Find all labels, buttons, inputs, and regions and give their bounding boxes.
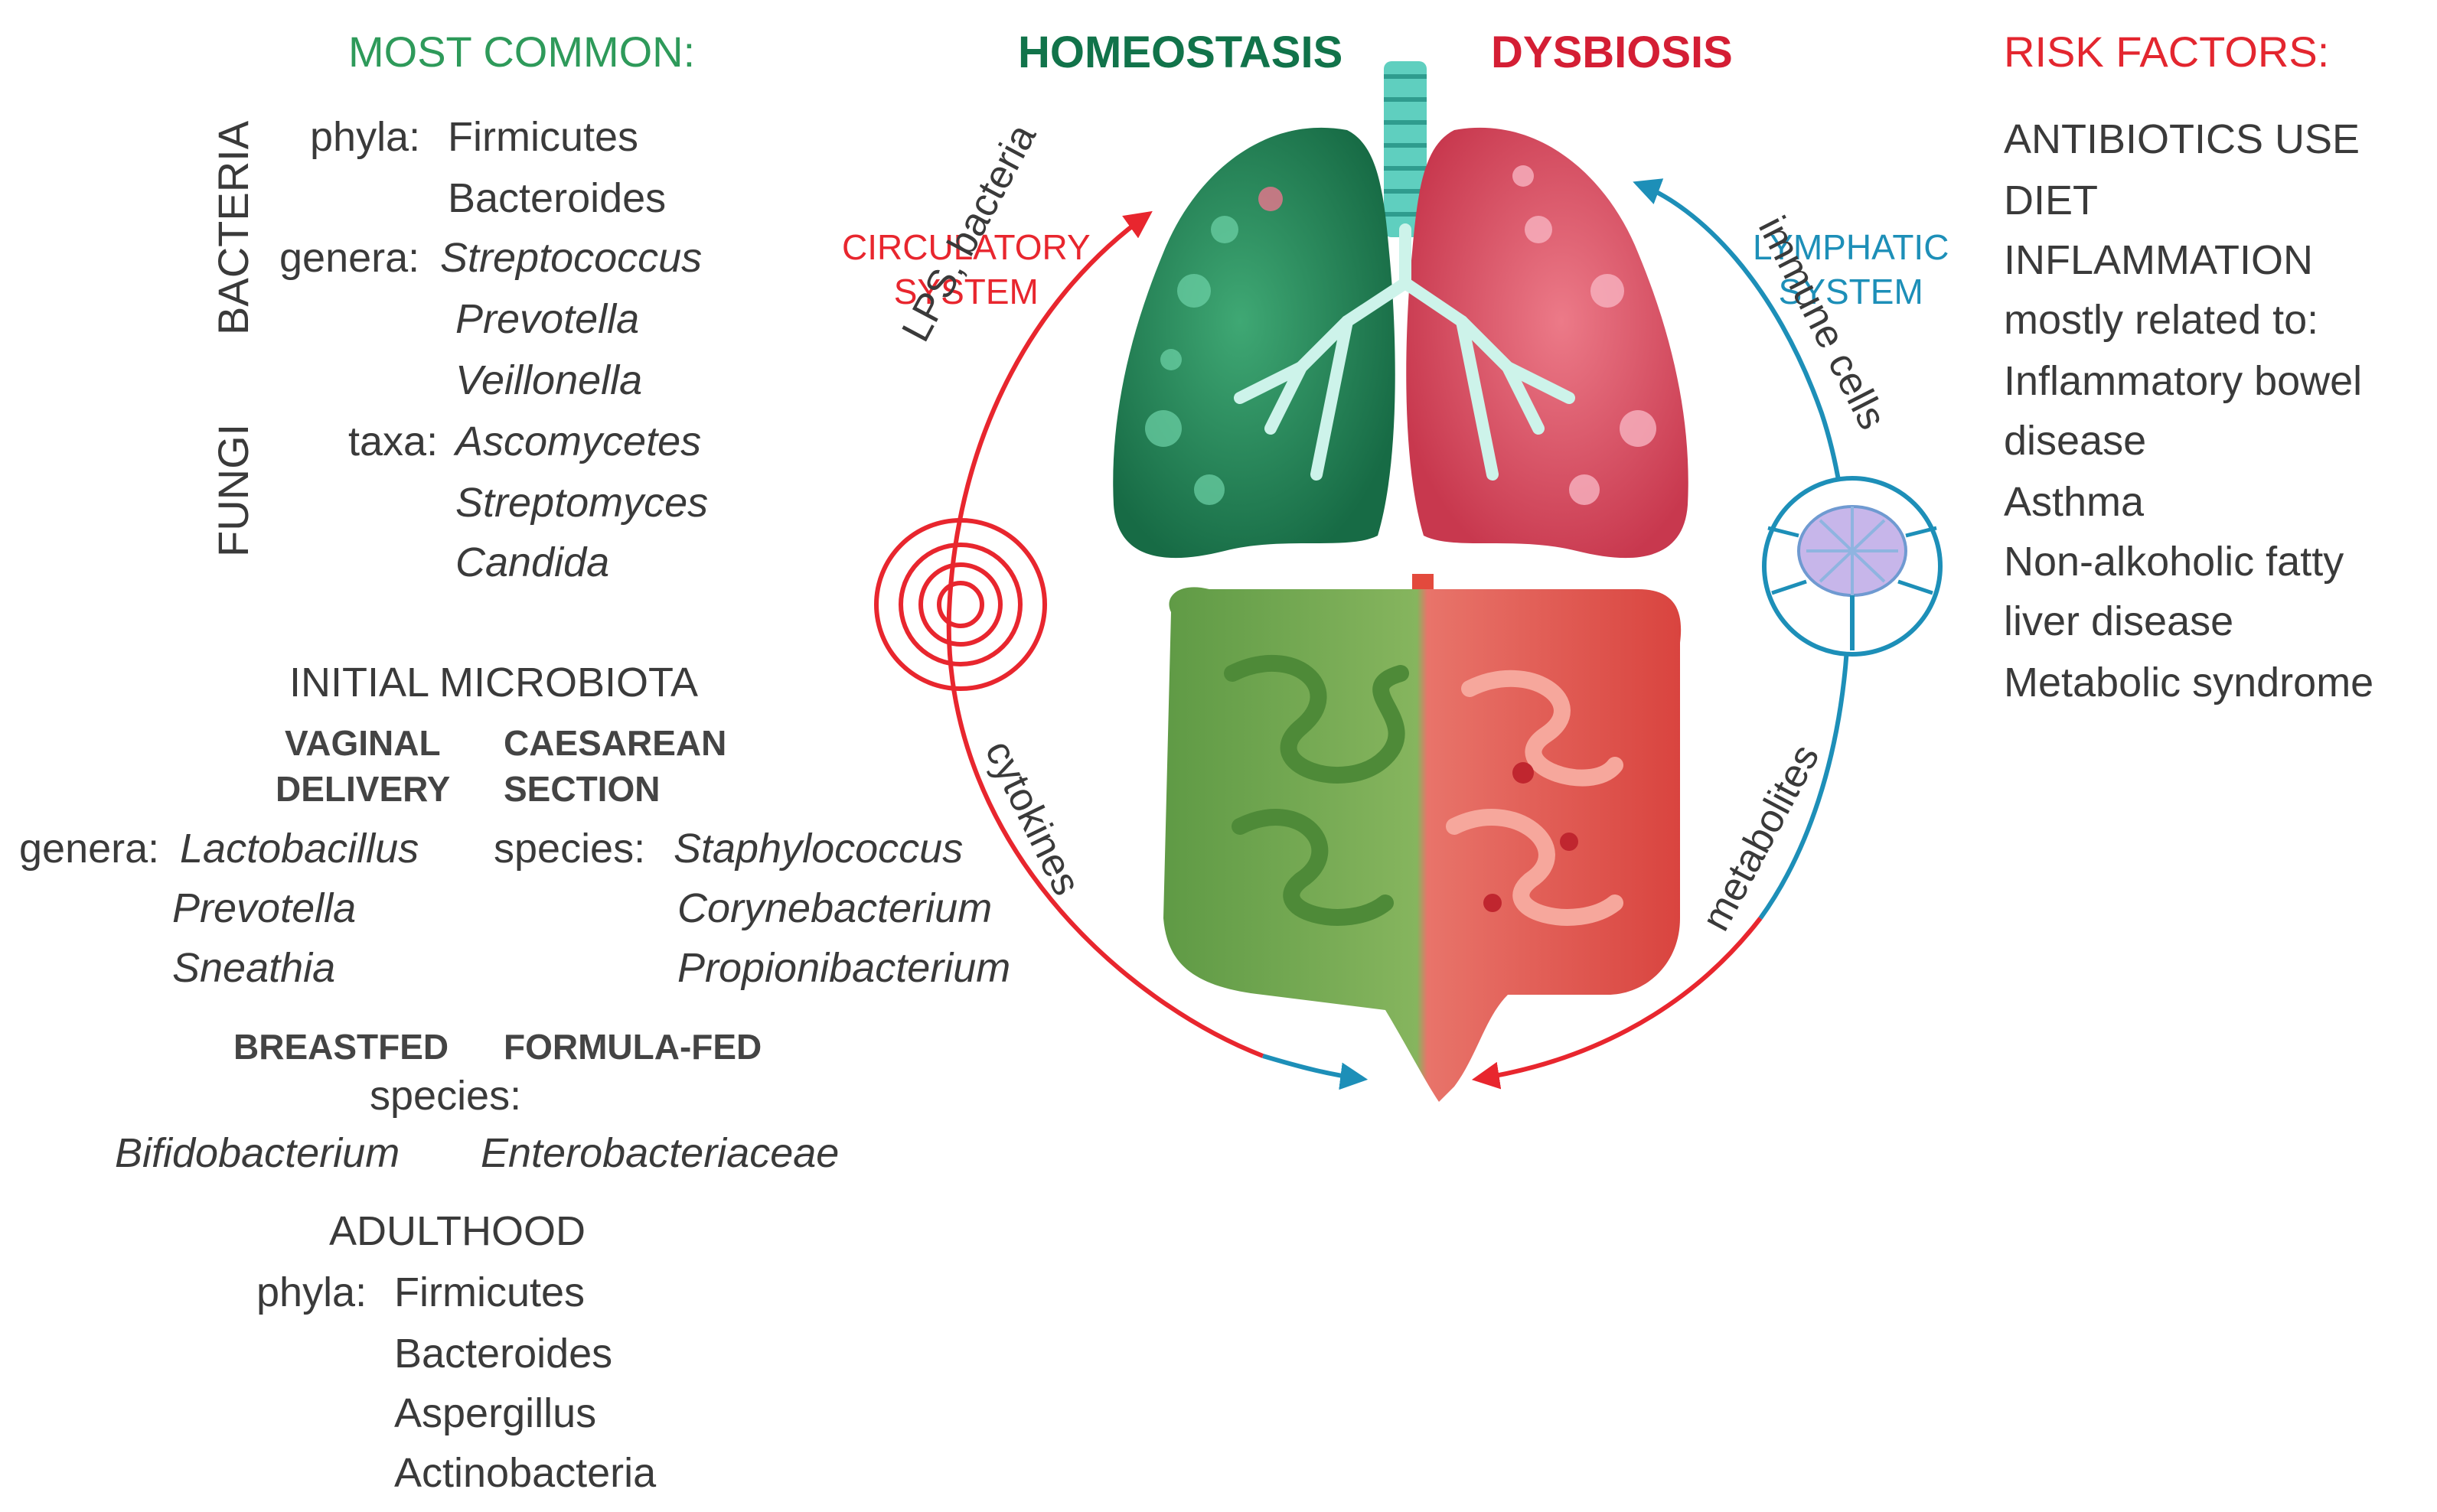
taxa-item: Ascomycetes [455, 419, 702, 464]
fungi-label: FUNGI [209, 423, 257, 557]
initial-species-label: species: [494, 826, 646, 872]
vaginal-delivery-label: DELIVERY [276, 769, 451, 809]
lymphatic-system-label: LYMPHATIC SYSTEM [1753, 227, 1949, 311]
initial-microbiota-heading: INITIAL MICROBIOTA [289, 660, 699, 705]
risk-factor-item: mostly related to: [2004, 297, 2319, 343]
genera-item: Streptococcus [440, 235, 703, 281]
taxa-item: Candida [455, 539, 610, 585]
caesarean-species: Propionibacterium [677, 945, 1011, 991]
homeostasis-title: HOMEOSTASIS [1018, 28, 1343, 77]
breastfed-species: Bifidobacterium [115, 1130, 400, 1176]
intestine [1163, 574, 1682, 1102]
phyla-item: Firmicutes [448, 114, 639, 160]
circulatory-arrow-bottom [1262, 1054, 1369, 1090]
genera-item: Prevotella [455, 296, 640, 342]
breastfed-label: BREASTFED [233, 1027, 449, 1067]
adulthood-phyla-label: phyla: [256, 1269, 367, 1315]
circulatory-arc [946, 210, 1264, 1058]
adulthood-phylum: Firmicutes [394, 1269, 586, 1315]
phyla-item: Bacteroides [448, 175, 667, 221]
caesarean-section-label: SECTION [504, 769, 661, 809]
healthy-lung [1113, 127, 1395, 559]
trachea [1384, 61, 1427, 237]
risk-factor-item: Metabolic syndrome [2004, 660, 2374, 705]
formula-fed-species: Enterobacteriaceae [481, 1130, 840, 1176]
caesarean-species: Corynebacterium [677, 885, 993, 931]
adulthood-heading: ADULTHOOD [329, 1208, 586, 1254]
adulthood-phylum: Bacteroides [394, 1331, 613, 1377]
taxa-item: Streptomyces [455, 480, 709, 526]
risk-factors-heading: RISK FACTORS: [2004, 28, 2330, 76]
vaginal-genus: Prevotella [172, 885, 357, 931]
lymph-node-icon [1762, 476, 1943, 657]
most-common-heading: MOST COMMON: [348, 28, 696, 76]
target-icon [874, 518, 1047, 691]
bacteria-label: BACTERIA [209, 120, 257, 335]
lung-texture [1145, 165, 1656, 505]
caesarean-section-label: CAESAREAN [504, 723, 727, 763]
dysbiotic-lung [1406, 127, 1688, 559]
risk-factor-item: Inflammatory bowel [2004, 358, 2363, 404]
risk-factor-item: DIET [2004, 178, 2099, 223]
genera-label: genera: [279, 235, 420, 281]
risk-factor-item: liver disease [2004, 598, 2234, 644]
vaginal-delivery-label: VAGINAL [285, 723, 441, 763]
risk-factor-item: disease [2004, 418, 2147, 464]
lymphatic-arrow-bottom [1471, 917, 1763, 1090]
caesarean-species: Staphylococcus [674, 826, 964, 872]
initial-genera-label: genera: [19, 826, 160, 872]
vaginal-genus: Lactobacillus [180, 826, 419, 872]
risk-factor-item: INFLAMMATION [2004, 237, 2313, 283]
bronchi [1234, 223, 1575, 481]
risk-factor-item: Non-alkoholic fatty [2004, 539, 2344, 585]
lymphatic-arc [1633, 178, 1851, 920]
risk-factor-item: Asthma [2004, 479, 2145, 525]
risk-factor-item: ANTIBIOTICS USE [2004, 116, 2360, 162]
circulatory-system-label: CIRCULATORY SYSTEM [842, 227, 1091, 311]
formula-fed-label: FORMULA-FED [504, 1027, 762, 1067]
adulthood-phylum: Aspergillus [394, 1390, 597, 1436]
dysbiosis-title: DYSBIOSIS [1491, 28, 1733, 77]
phyla-label: phyla: [310, 114, 421, 160]
feeding-species-label: species: [370, 1073, 522, 1119]
vaginal-genus: Sneathia [172, 945, 336, 991]
genera-item: Veillonella [455, 357, 643, 403]
adulthood-phylum: Actinobacteria [394, 1450, 657, 1496]
taxa-label: taxa: [348, 419, 439, 464]
